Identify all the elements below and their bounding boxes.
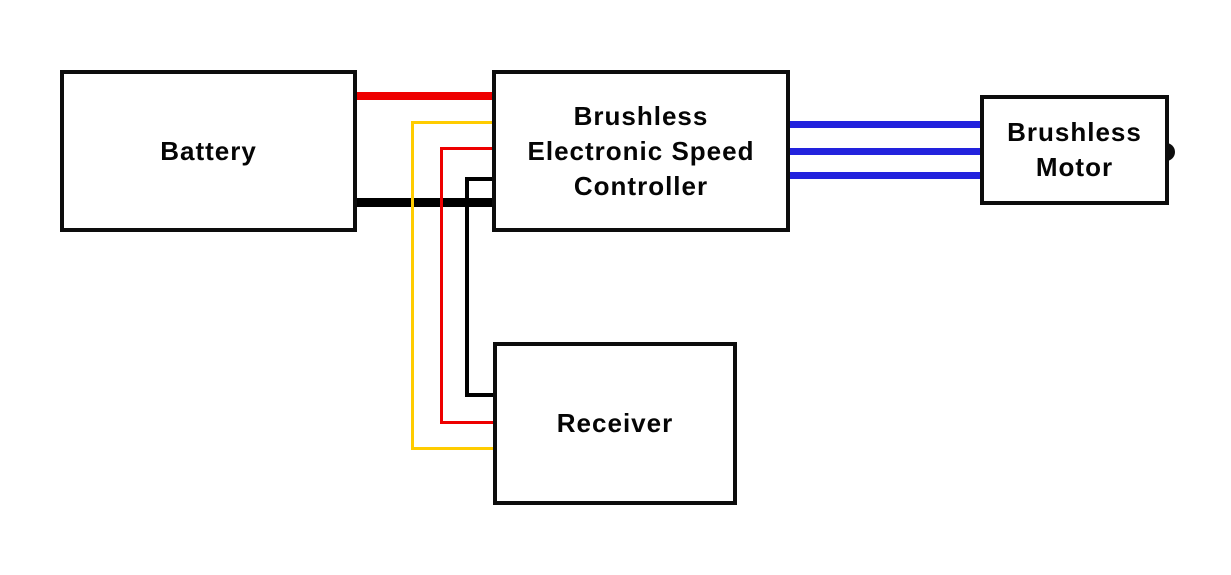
wire-battery-positive: [355, 92, 495, 100]
battery-box: Battery: [60, 70, 357, 232]
wire-motor-phase-3: [788, 172, 983, 179]
wire-motor-phase-1: [788, 121, 983, 128]
receiver-box: Receiver: [493, 342, 737, 505]
wire-signal-black-top-segment: [465, 177, 495, 181]
wire-signal-yellow-top-segment: [411, 121, 495, 124]
esc-label-line2: Electronic Speed: [527, 135, 755, 166]
motor-label-line1: Brushless: [1007, 117, 1142, 147]
wire-signal-yellow-vertical-segment: [411, 121, 414, 450]
receiver-label: Receiver: [556, 408, 674, 438]
wire-motor-phase-2: [788, 148, 983, 155]
wire-signal-red-top-segment: [440, 147, 495, 150]
wire-signal-black-bottom-segment: [465, 393, 496, 397]
wire-signal-black-vertical-segment: [465, 177, 469, 397]
battery-label: Battery: [160, 135, 257, 166]
motor-shaft-notch: [1165, 143, 1175, 161]
motor-label-line2: Motor: [1035, 152, 1114, 182]
esc-label-line3: Controller: [573, 170, 709, 201]
wire-signal-red-vertical-segment: [440, 147, 443, 424]
motor-box: Brushless Motor: [980, 95, 1169, 205]
esc-box: Brushless Electronic Speed Controller: [492, 70, 790, 232]
wire-signal-red-bottom-segment: [440, 421, 496, 424]
esc-label-line1: Brushless: [573, 100, 709, 131]
wire-signal-yellow-bottom-segment: [411, 447, 496, 450]
wire-battery-negative: [355, 198, 495, 207]
